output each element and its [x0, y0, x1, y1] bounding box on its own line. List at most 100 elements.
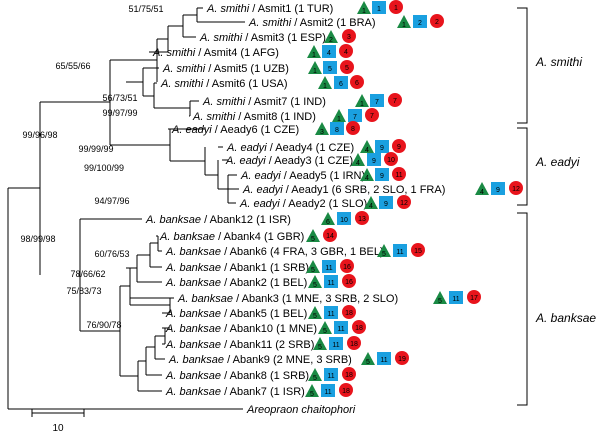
- triangle-value: 6: [326, 219, 330, 226]
- circle-value: 15: [414, 248, 422, 255]
- leaf-sample: / Asmit5 (1 UZB): [205, 63, 289, 75]
- leaf-label: A. banksae / Abank11 (2 SRB): [165, 339, 314, 351]
- square-value: 4: [327, 50, 331, 57]
- leaf-sample: / Asmit4 (1 AFG): [195, 47, 279, 59]
- leaf-genus: A. smithi: [162, 63, 206, 75]
- haplotype-triangle-icon: [318, 76, 332, 89]
- leaf-sample: / Abank4 (1 GBR): [215, 231, 304, 243]
- clade-bracket: [517, 7, 528, 124]
- leaf-label: A. eadyi / Aeady1 (6 SRB, 2 SLO, 1 FRA): [242, 184, 445, 196]
- haplotype-square-icon: [324, 368, 338, 381]
- triangle-value: 5: [311, 236, 315, 243]
- haplotype-triangle-icon: [308, 368, 322, 381]
- haplotype-square-icon: [449, 291, 463, 304]
- haplotype-circle-icon: [509, 181, 523, 195]
- leaf-sample: / Abank11 (2 SRB): [221, 339, 314, 351]
- scale-bar: 10: [31, 409, 85, 434]
- leaf-genus: A. eadyi: [240, 170, 281, 182]
- leaf-label: A. banksae / Abank3 (1 MNE, 3 SRB, 2 SLO…: [177, 293, 398, 305]
- triangle-value: 5: [311, 267, 315, 274]
- square-value: 5: [328, 66, 332, 73]
- leaf-label: A. smithi / Asmit1 (1 TUR): [206, 3, 333, 15]
- circle-value: 11: [395, 172, 402, 179]
- haplotype-triangle-icon: [355, 94, 369, 107]
- leaf-sample: / Abank12 (1 ISR): [201, 214, 291, 226]
- leaf-genus: A. eadyi: [225, 155, 266, 167]
- leaf-sample: / Abank7 (1 ISR): [221, 386, 305, 398]
- haplotype-triangle-icon: [397, 15, 411, 28]
- haplotype-triangle-icon: [313, 337, 327, 350]
- support-values: 51/75/5165/55/6656/73/5199/97/9999/96/98…: [20, 4, 163, 330]
- leaf-label: A. banksae / Abank9 (2 MNE, 3 SRB): [168, 354, 352, 366]
- haplotype-triangle-icon: [306, 260, 320, 273]
- haplotype-square-icon: [370, 94, 384, 107]
- leaf-sample: / Asmit3 (1 ESP): [242, 32, 326, 44]
- haplotype-triangle-icon: [305, 384, 319, 397]
- leaf-genus: A. banksae: [177, 293, 233, 305]
- haplotype-triangle-icon: [308, 61, 322, 74]
- haplotype-square-icon: [375, 140, 389, 153]
- leaf-label: A. banksae / Abank12 (1 ISR): [145, 214, 291, 226]
- leaf-label: A. banksae / Abank1 (1 SRB): [165, 262, 309, 274]
- haplotype-circle-icon: [388, 93, 402, 107]
- leaf-sample: / Aeady1 (6 SRB, 2 SLO, 1 FRA): [283, 184, 446, 196]
- leaf-label: A. smithi / Asmit8 (1 IND): [192, 111, 316, 123]
- leaf-genus: A. smithi: [192, 111, 236, 123]
- triangle-value: 2: [329, 37, 333, 44]
- support-value: 98/99/98: [20, 234, 55, 244]
- leaf-genus: A. eadyi: [239, 198, 280, 210]
- haplotype-square-icon: [334, 76, 348, 89]
- leaf-genus: A. smithi: [206, 3, 250, 15]
- circle-value: 1: [394, 5, 398, 12]
- haplotype-circle-icon: [342, 274, 356, 288]
- leaf-genus: A. smithi: [248, 17, 292, 29]
- leaf-genus: A. eadyi: [171, 124, 212, 136]
- leaf-label: A. eadyi / Aeady2 (1 SLO): [239, 198, 367, 210]
- leaf-genus: A. smithi: [199, 32, 243, 44]
- circle-value: 2: [435, 19, 439, 26]
- support-value: 76/90/78: [86, 320, 121, 330]
- haplotype-circle-icon: [384, 152, 398, 166]
- triangle-value: 5: [310, 391, 314, 398]
- haplotype-square-icon: [322, 260, 336, 273]
- leaf-sample: / Aeady3 (1 CZE): [266, 155, 353, 167]
- circle-value: 10: [387, 157, 395, 164]
- haplotype-triangle-icon: [433, 291, 447, 304]
- haplotype-circle-icon: [467, 290, 481, 304]
- circle-value: 18: [355, 325, 363, 332]
- leaf-sample: / Abank3 (1 MNE, 3 SRB, 2 SLO): [233, 293, 398, 305]
- leaf-sample: / Aeady4 (1 CZE): [267, 142, 354, 154]
- support-value: 60/76/53: [94, 249, 129, 259]
- square-value: 11: [337, 326, 344, 333]
- square-value: 2: [418, 20, 422, 27]
- leaf-sample: / Abank10 (1 MNE): [221, 323, 317, 335]
- square-value: 11: [396, 249, 403, 256]
- haplotype-square-icon: [491, 182, 505, 195]
- circle-value: 16: [345, 279, 353, 286]
- haplotype-triangle-icon: [308, 275, 322, 288]
- leaf-sample: / Asmit1 (1 TUR): [249, 3, 333, 15]
- triangle-value: 1: [402, 22, 406, 29]
- leaf-genus: Areopraon chaitophori: [246, 404, 356, 416]
- leaf-label: A. smithi / Asmit4 (1 AFG): [152, 47, 279, 59]
- haplotype-square-icon: [367, 153, 381, 166]
- circle-value: 16: [343, 264, 351, 271]
- circle-value: 7: [393, 98, 397, 105]
- support-value: 65/55/66: [55, 61, 90, 71]
- haplotype-square-icon: [329, 337, 343, 350]
- leaf-label: A. banksae / Abank8 (1 SRB): [165, 370, 309, 382]
- support-value: 99/99/99: [78, 144, 113, 154]
- circle-value: 7: [370, 113, 374, 120]
- triangle-value: 4: [369, 203, 373, 210]
- leaf-sample: / Asmit6 (1 USA): [203, 78, 287, 90]
- leaf-genus: A. banksae: [165, 277, 221, 289]
- circle-value: 18: [350, 341, 358, 348]
- square-value: 9: [496, 187, 500, 194]
- circle-value: 18: [345, 310, 353, 317]
- leaf-sample: / Abank8 (1 SRB): [221, 370, 309, 382]
- circle-value: 8: [351, 126, 355, 133]
- leaf-label: A. banksae / Abank7 (1 ISR): [165, 386, 305, 398]
- haplotype-square-icon: [323, 61, 337, 74]
- leaf-sample: / Asmit2 (1 BRA): [291, 17, 375, 29]
